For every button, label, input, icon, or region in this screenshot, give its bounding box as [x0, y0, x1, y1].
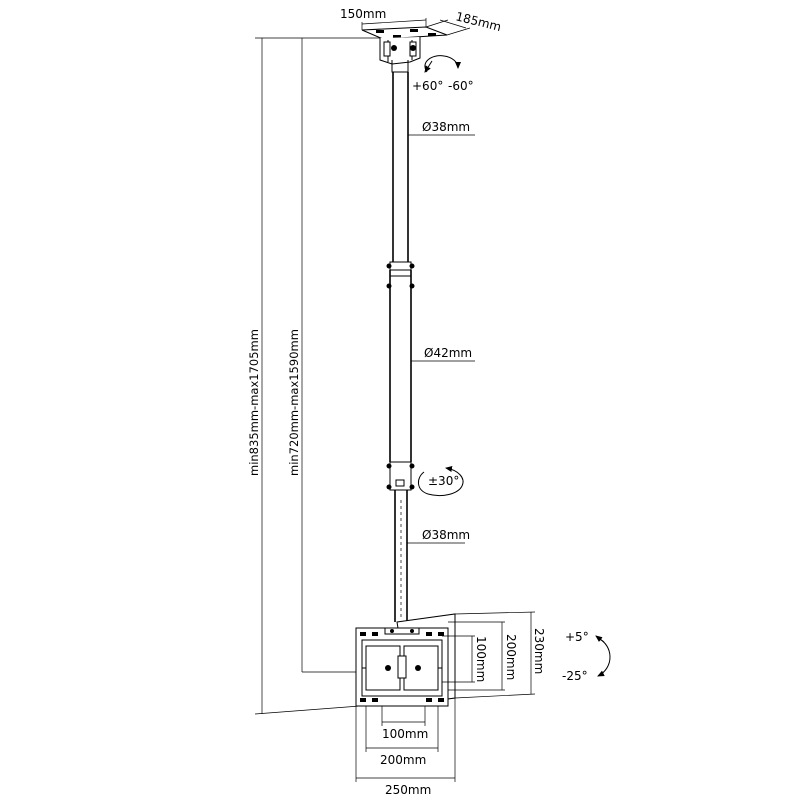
- top-tilt-arrow-icon: [424, 55, 461, 73]
- vesa-vertical-large-label: 230mm: [532, 628, 546, 674]
- outer-height-label: min835mm-max1705mm: [247, 329, 261, 476]
- rotation-label: ±30°: [428, 474, 459, 488]
- vesa-tilt-up-label: +5°: [565, 630, 589, 644]
- vesa-horizontal-dimensions: [355, 698, 456, 782]
- vesa-horizontal-medium-label: 200mm: [380, 753, 426, 767]
- pole-middle: [386, 261, 415, 462]
- inner-height-dimension: [301, 38, 362, 673]
- rotation-ellipse-icon: [418, 466, 464, 497]
- middle-diameter-label: Ø42mm: [424, 346, 472, 360]
- top-width-label: 150mm: [340, 7, 386, 21]
- top-tilt-up-label: +60°: [412, 79, 443, 93]
- vesa-tilt-arrow-icon: [595, 635, 611, 677]
- top-width-dimension: 150mm: [340, 7, 427, 30]
- ceiling-plate: [361, 26, 448, 73]
- top-tilt-down-label: -60°: [448, 79, 474, 93]
- pole-lower-collar: [386, 461, 415, 491]
- vesa-tilt-down-label: -25°: [562, 669, 588, 683]
- vesa-plate: [355, 613, 456, 707]
- vesa-vertical-medium-label: 200mm: [504, 634, 518, 680]
- pole-upper: [392, 72, 409, 262]
- lower-diameter-label: Ø38mm: [422, 528, 470, 542]
- vesa-horizontal-large-label: 250mm: [385, 783, 431, 797]
- pole-lower: [394, 490, 408, 622]
- inner-height-label: min720mm-max1590mm: [287, 329, 301, 476]
- outer-height-dimension: [254, 37, 380, 715]
- upper-diameter-label: Ø38mm: [422, 120, 470, 134]
- vesa-vertical-dimensions: [442, 611, 536, 699]
- vesa-vertical-small-label: 100mm: [474, 636, 488, 682]
- vesa-horizontal-small-label: 100mm: [382, 727, 428, 741]
